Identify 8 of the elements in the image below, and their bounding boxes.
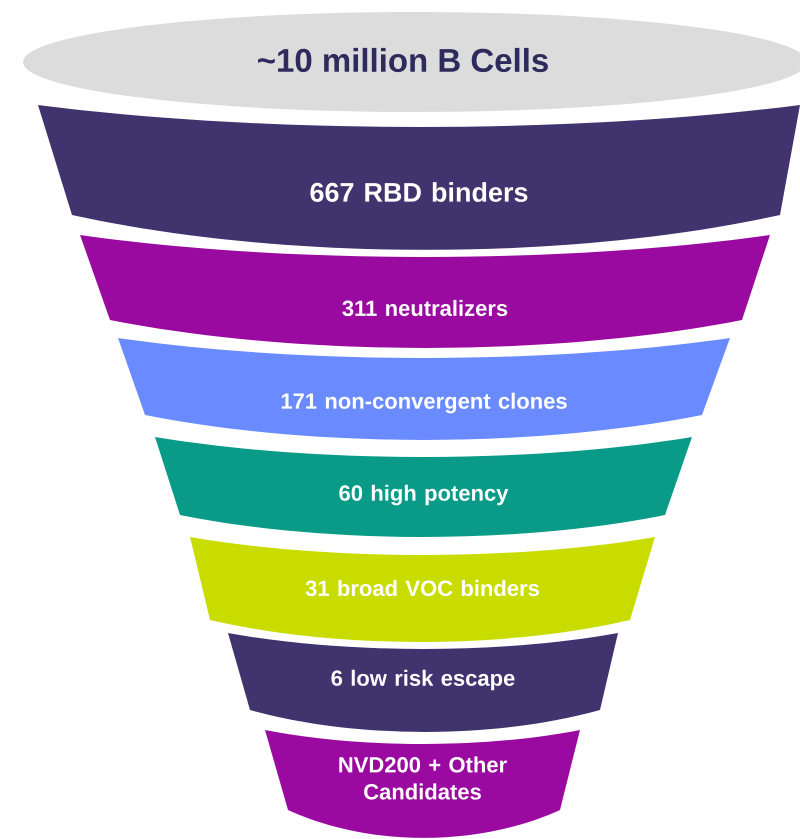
funnel-band: 171 non-convergent clones [118,338,730,440]
funnel-band: 311 neutralizers [80,235,770,348]
funnel-band: 31 broad VOC binders [190,537,655,642]
funnel-band: 667 RBD binders [38,105,800,250]
ellipse-label: ~10 million B Cells [23,12,800,112]
funnel-band: 6 low risk escape [228,633,618,732]
funnel-band: 60 high potency [155,437,692,537]
funnel-band: NVD200 + Other Candidates [265,730,580,838]
